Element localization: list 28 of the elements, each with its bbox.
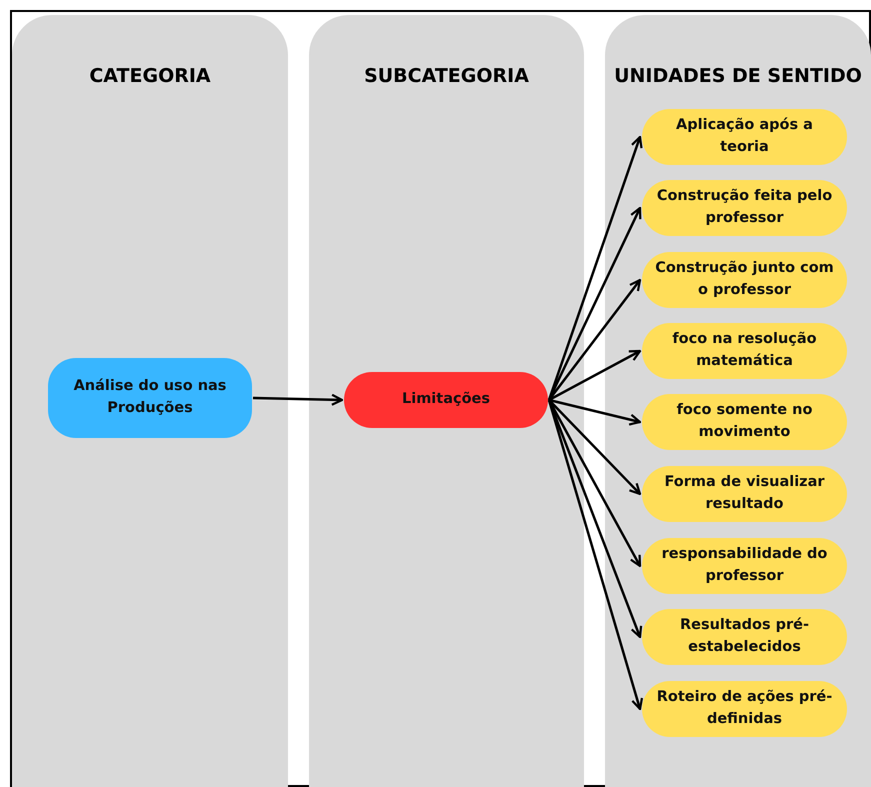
arrow: [548, 399, 642, 568]
arrow: [548, 398, 642, 426]
arrow: [548, 399, 642, 496]
rounded-box: [48, 358, 252, 438]
column-panel: [12, 15, 288, 787]
column-heading: UNIDADES DE SENTIDO: [614, 65, 862, 87]
box-label: foco somente no movimento: [676, 401, 814, 442]
arrow: [548, 278, 642, 401]
arrow: [252, 394, 344, 406]
box-label: foco na resolução matemática: [671, 330, 818, 371]
column-panel: [605, 15, 871, 787]
arrow: [548, 400, 644, 710]
box-label: Forma de visualizar resultado: [663, 473, 826, 514]
box-label: Análise do uso nas Produções: [72, 377, 228, 418]
box-label: Construção junto com o professor: [654, 259, 835, 300]
arrow: [548, 350, 642, 402]
column-heading: CATEGORIA: [89, 65, 211, 87]
box-label: Limitações: [402, 390, 490, 410]
box-label: Construção feita pelo professor: [656, 187, 834, 228]
column-panel: [309, 15, 584, 787]
box-label: responsabilidade do professor: [660, 545, 828, 586]
arrow: [548, 400, 642, 638]
column-heading: SUBCATEGORIA: [364, 65, 529, 87]
box-label: Roteiro de ações pré-definidas: [656, 688, 834, 729]
box-label: Resultados pré-estabelecidos: [678, 616, 810, 657]
arrow: [548, 206, 642, 401]
arrow: [548, 136, 643, 400]
box-label: Aplicação após a teoria: [675, 116, 814, 157]
